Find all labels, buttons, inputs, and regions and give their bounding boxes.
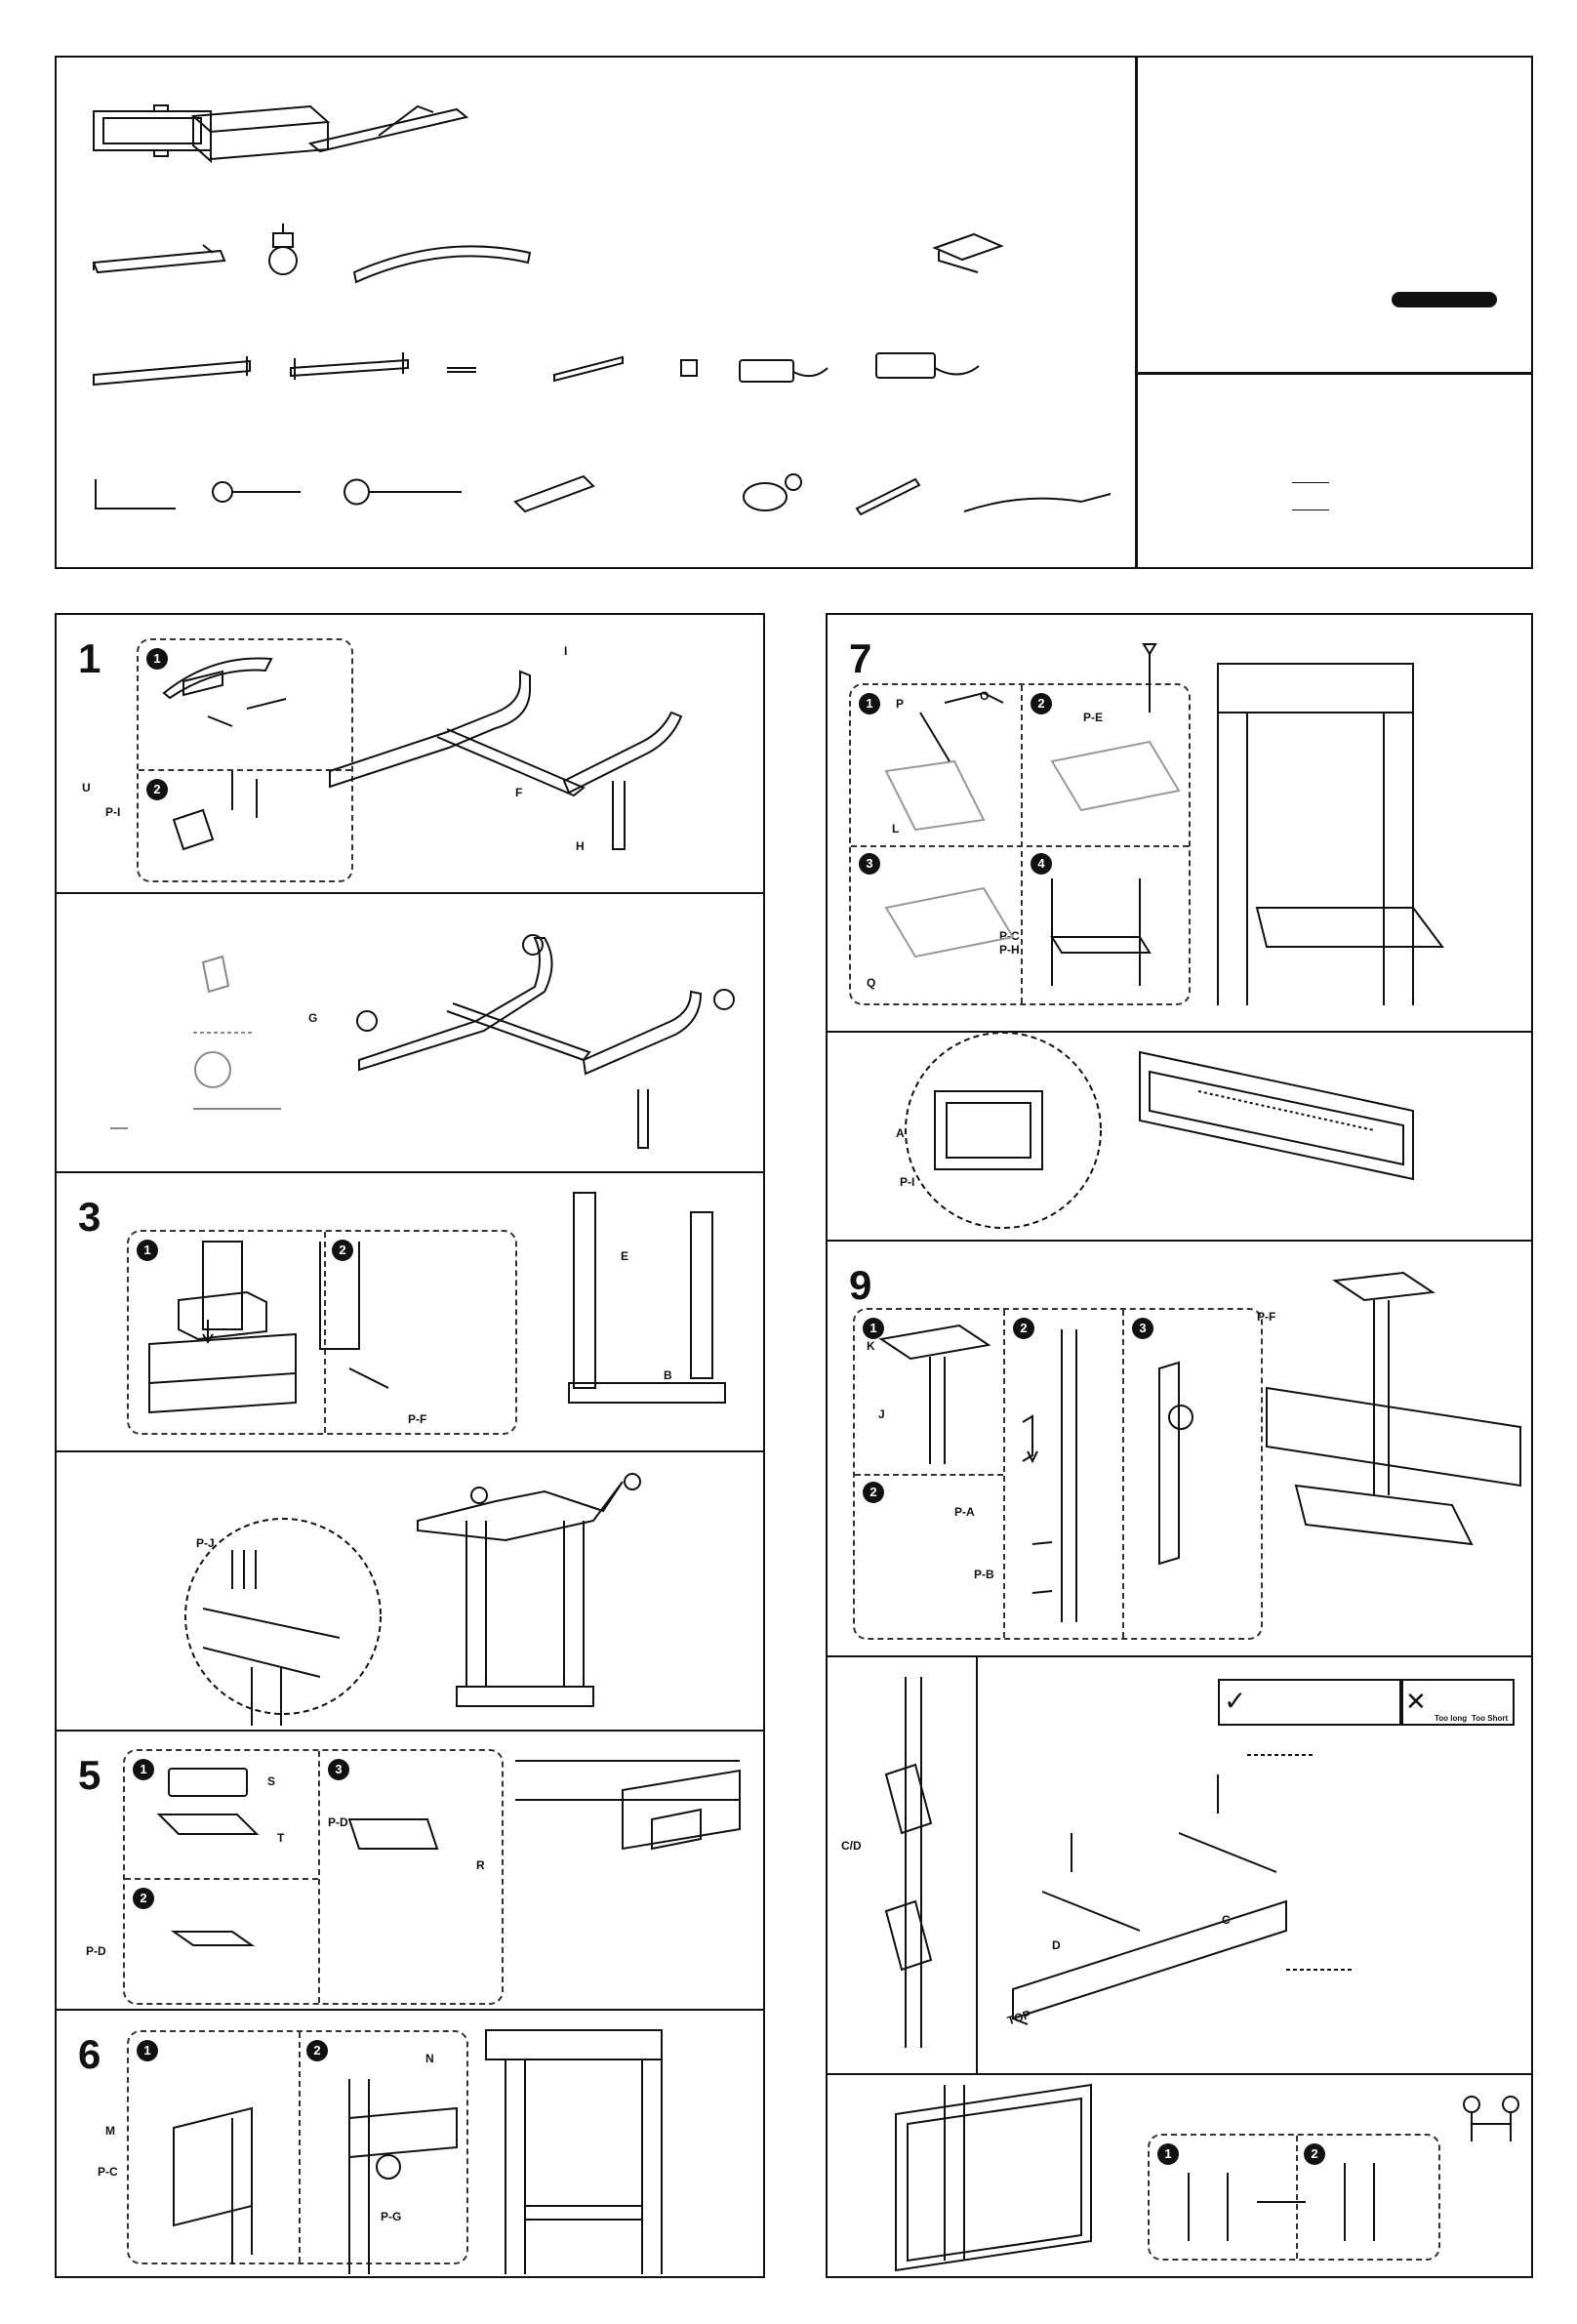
- base-frame-illustration: [57, 615, 767, 896]
- tv-bracket-illustration: [828, 1657, 1535, 2077]
- tray-illustration: [828, 615, 1535, 1035]
- parts-info-panel-lower: [1136, 373, 1533, 569]
- control-box-illustration: [57, 1732, 767, 2013]
- step-7-panel: 7 1 2 3 4 P O L P-E P-C P-H Q: [826, 613, 1533, 1033]
- tv-mount-illustration: [828, 2075, 1535, 2280]
- step-8-panel: A P-I: [826, 1031, 1533, 1242]
- divider-line: [1292, 482, 1329, 483]
- parts-illustrations: [57, 58, 1139, 571]
- step-6-panel: 6 1 2 M P-C N P-G: [55, 2009, 765, 2278]
- top-shelf-illustration: [828, 1242, 1535, 1659]
- parts-list-panel: [55, 56, 1137, 569]
- column-illustration: [57, 1173, 767, 1454]
- column-frame-illustration: [57, 1452, 767, 1733]
- parts-info-panel: [1136, 56, 1533, 374]
- step-4-panel: P-J: [55, 1450, 765, 1732]
- step-2-panel: G: [55, 892, 765, 1173]
- step-5-panel: 5 1 2 3 S T P-D P-D R: [55, 1730, 765, 2011]
- step-11-panel: 1 2: [826, 2073, 1533, 2278]
- crossbar-illustration: [57, 2011, 767, 2280]
- base-with-casters-illustration: [57, 894, 767, 1175]
- step-10-panel: C/D D C TOP ✓ ✕ Too long Too Short: [826, 1655, 1533, 2075]
- step-9-panel: 9 1 2 3 2 K J P-A P-B P-F: [826, 1240, 1533, 1657]
- label-bar: [1392, 292, 1497, 307]
- step-3-panel: 3 1 2 P-F E B: [55, 1171, 765, 1452]
- mounting-frame-illustration: [828, 1033, 1535, 1244]
- step-1-panel: 1 1 2 U P-I I F H: [55, 613, 765, 894]
